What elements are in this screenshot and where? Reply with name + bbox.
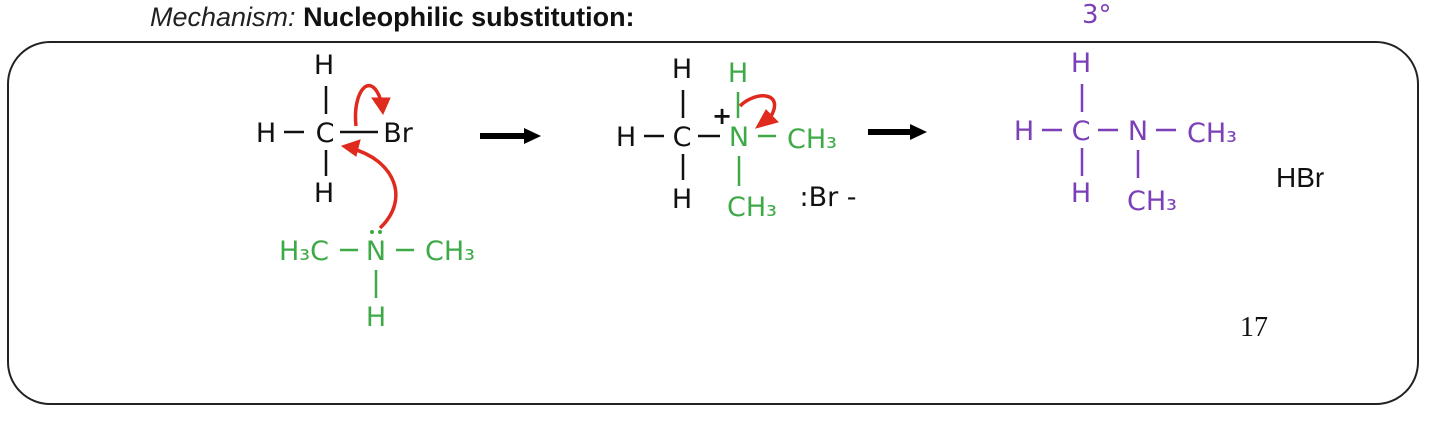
bromide-counter-ion: :Br - — [799, 182, 856, 213]
slide-heading: Mechanism: Nucleophilic substitution: — [150, 2, 635, 33]
atom-h-top: H — [1071, 48, 1091, 79]
group-ch3-bottom: CH₃ — [1127, 186, 1177, 217]
atom-h-left: H — [616, 122, 636, 153]
atom-nitrogen: N — [366, 236, 386, 267]
arrowhead — [754, 109, 779, 129]
curved-arrow-n-to-c — [349, 146, 398, 230]
page-number: 17 — [1240, 312, 1268, 343]
heading-label: Mechanism: — [150, 2, 296, 32]
atom-carbon: C — [1072, 116, 1091, 147]
atom-h-left: H — [1014, 116, 1034, 147]
group-ch3-right: CH₃ — [1187, 118, 1237, 149]
bromomethane: H H C Br H — [256, 50, 414, 209]
group-ch3: CH₃ — [425, 236, 475, 267]
atom-h-bottom: H — [366, 302, 386, 333]
lone-pair-dot — [370, 230, 374, 234]
group-ch3-bottom: CH₃ — [727, 192, 777, 223]
atom-h-top: H — [672, 54, 692, 85]
atom-carbon: C — [316, 118, 335, 149]
atom-n-h: H — [728, 58, 748, 89]
trimethylamine-product: H H C N CH₃ H CH₃ — [1014, 48, 1237, 217]
reaction-arrow-2 — [868, 124, 927, 140]
atom-h-bottom: H — [1071, 178, 1091, 209]
arrowhead — [340, 139, 361, 157]
heading-title: Nucleophilic substitution: — [303, 2, 635, 32]
mechanism-panel-border — [7, 41, 1419, 405]
hbr-byproduct: HBr — [1276, 162, 1325, 193]
electron-arrows-step-2 — [738, 94, 779, 129]
atom-h-bottom: H — [672, 184, 692, 215]
intermediate-amine-part: H N CH₃ CH₃ — [727, 58, 837, 223]
electron-arrows-step-1 — [340, 83, 398, 230]
curved-arrow-nh-bond — [738, 94, 777, 119]
group-h3c: H₃C — [279, 236, 329, 267]
atom-nitrogen: N — [1128, 116, 1148, 147]
atom-h-left: H — [256, 118, 276, 149]
atom-nitrogen: N — [729, 122, 749, 153]
amine-classification-note: 3° — [1082, 0, 1112, 30]
intermediate-methyl-part: H H C H + — [616, 54, 732, 215]
reaction-arrow-1 — [480, 128, 541, 144]
ammonium-intermediate: H H C H + H N CH₃ CH₃ :Br - — [616, 54, 857, 223]
curved-arrow-bond-to-br — [353, 83, 384, 127]
arrowhead — [371, 97, 391, 116]
atom-h-top: H — [314, 50, 334, 81]
atom-bromine: Br — [383, 118, 414, 149]
group-ch3-right: CH₃ — [787, 124, 837, 155]
dimethylamine: H₃C N CH₃ H — [279, 230, 475, 333]
atom-carbon: C — [673, 122, 692, 153]
positive-charge: + — [712, 102, 732, 130]
atom-h-bottom: H — [314, 178, 334, 209]
lone-pair-dot — [378, 230, 382, 234]
